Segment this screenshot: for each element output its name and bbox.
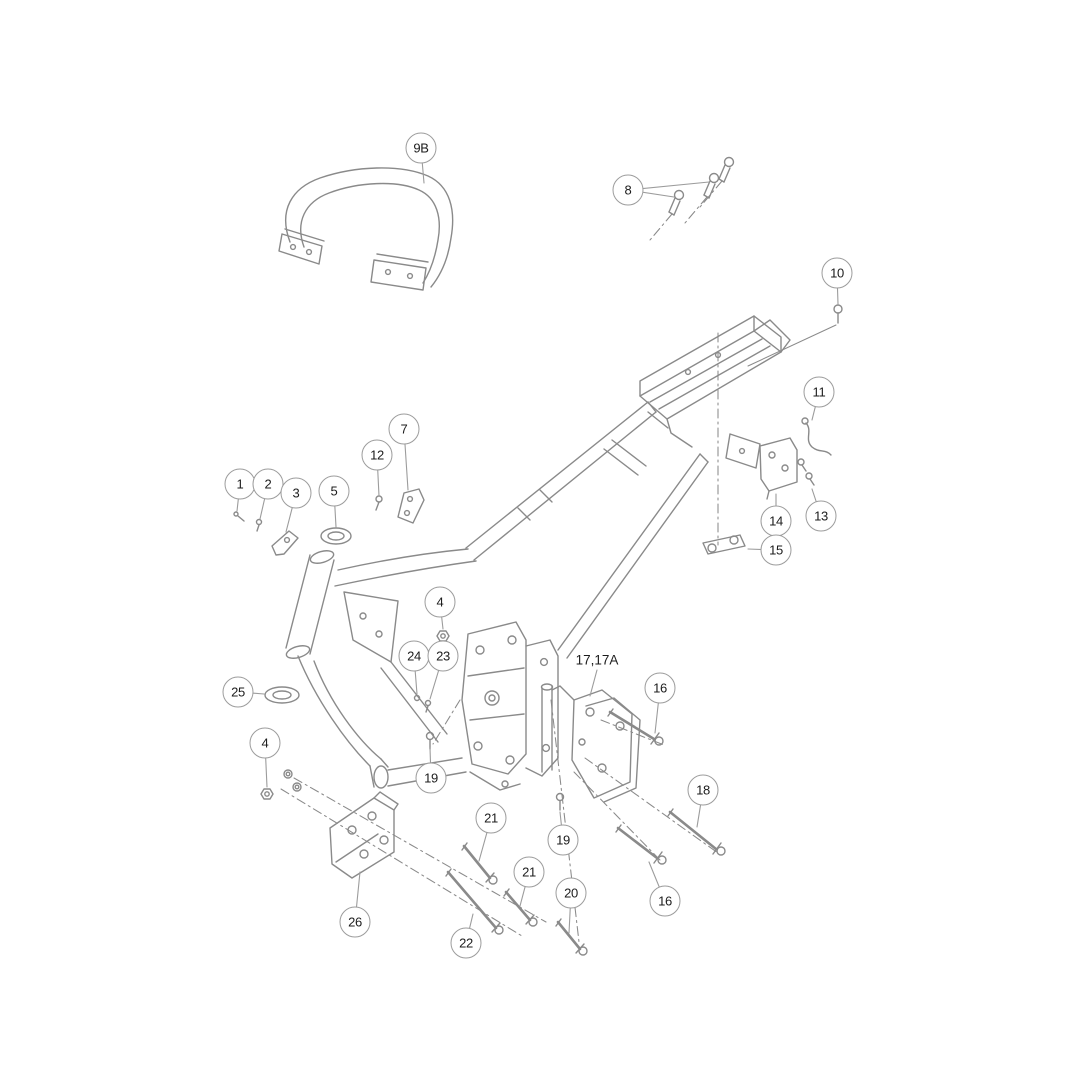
callout-7: 7	[388, 413, 420, 445]
callout-4a: 4	[424, 586, 456, 618]
callout-20: 20	[555, 877, 587, 909]
callout-12: 12	[361, 439, 393, 471]
callout-15: 15	[760, 534, 792, 566]
callout-4b: 4	[249, 727, 281, 759]
grab-bar-part	[278, 167, 454, 291]
callout-1: 1	[224, 468, 256, 500]
callout-16a: 16	[644, 672, 676, 704]
callout-21a: 21	[475, 802, 507, 834]
callout-17: 17,17A	[573, 652, 621, 668]
callout-25: 25	[222, 676, 254, 708]
callout-11: 11	[803, 376, 835, 408]
callout-13: 13	[805, 500, 837, 532]
callout-8: 8	[612, 174, 644, 206]
leader-line-17	[589, 669, 598, 697]
callout-21b: 21	[513, 856, 545, 888]
bracket-26	[329, 791, 399, 879]
fasteners	[445, 156, 843, 956]
callout-16b: 16	[649, 885, 681, 917]
callout-9b: 9B	[405, 132, 437, 164]
callout-2: 2	[252, 468, 284, 500]
callout-3: 3	[280, 477, 312, 509]
callout-14: 14	[760, 505, 792, 537]
callout-19b: 19	[547, 824, 579, 856]
callout-24: 24	[398, 640, 430, 672]
callout-19a: 19	[415, 762, 447, 794]
seat-rails	[465, 401, 709, 659]
small-parts	[233, 417, 832, 811]
rear-rack	[639, 315, 791, 469]
footrest-bracket-17	[551, 685, 641, 803]
engine-plates	[461, 621, 559, 791]
callout-18: 18	[687, 774, 719, 806]
callout-10: 10	[821, 257, 853, 289]
callout-23: 23	[427, 640, 459, 672]
callout-5: 5	[318, 475, 350, 507]
callout-22: 22	[450, 927, 482, 959]
callout-26: 26	[339, 906, 371, 938]
